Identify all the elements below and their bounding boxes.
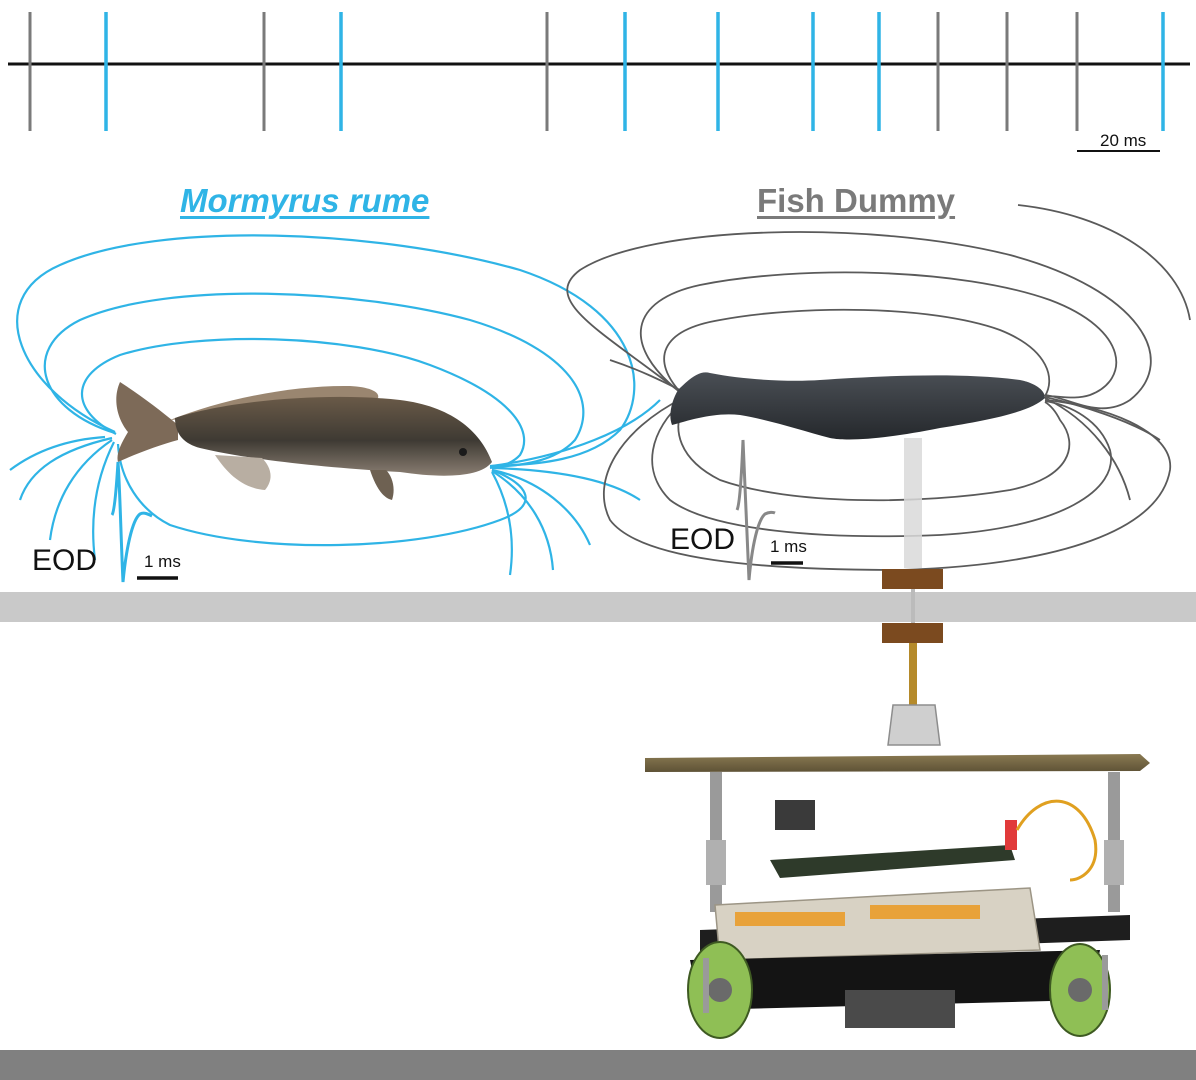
fish-body [175,396,492,476]
robot-platform-icon [645,704,1150,1039]
dummy-support-rod [904,438,922,568]
mormyrus-fish-icon [116,382,492,500]
robot-standoff-right-sleeve [1104,840,1124,885]
fish-pelvic-fin [370,470,394,500]
eod-waveform-fish [110,461,178,583]
fish-eye [459,448,467,456]
magnetic-coupling [882,569,943,705]
robot-status-led [1005,820,1017,850]
robot-chassis [690,950,1100,1010]
threaded-rod [909,643,917,705]
lower-magnet [882,623,943,643]
eod-label-fish: EOD [32,544,98,577]
dummy-electric-field-lines [566,204,1191,571]
scale-label-20ms: 20 ms [1100,131,1147,150]
fish-dummy-icon [670,372,1045,568]
fish-tail [116,382,178,462]
robot-battery-stripe-2 [870,905,980,919]
scale-label-1ms-fish: 1 ms [144,552,181,571]
fish-electric-field-lines [9,234,661,576]
robot-wheel-hub-right [1068,978,1092,1002]
eod-waveform-dummy [735,439,803,581]
floor-bar [0,1050,1196,1080]
spike-events [28,12,1165,131]
robot-wire [1015,799,1098,882]
tank-bottom-wall [0,592,1196,622]
robot-standoff-left-sleeve [706,840,726,885]
spike-train [8,12,1190,152]
eod-label-dummy: EOD [670,523,736,556]
dummy-body [670,372,1045,440]
robot-cable-gland [887,704,941,746]
fish-anal-fin [215,455,271,490]
robot-battery-stripe-1 [735,912,845,926]
eod-trace-fish [110,461,153,583]
robot-circuit-board [770,845,1015,878]
robot-wheel-hub-left [708,978,732,1002]
robot-top-plate [645,754,1150,772]
upper-magnet [882,569,943,589]
robot-bolt-right [1102,955,1108,1010]
eod-trace-dummy [735,439,776,581]
robot-sensor-header [775,800,815,830]
fish-species-label: Mormyrus rume [180,182,430,219]
fish-dummy-label: Fish Dummy [757,182,956,219]
robot-bolt-left [703,958,709,1013]
scale-label-1ms-dummy: 1 ms [770,537,807,556]
robot-motor [845,990,955,1028]
